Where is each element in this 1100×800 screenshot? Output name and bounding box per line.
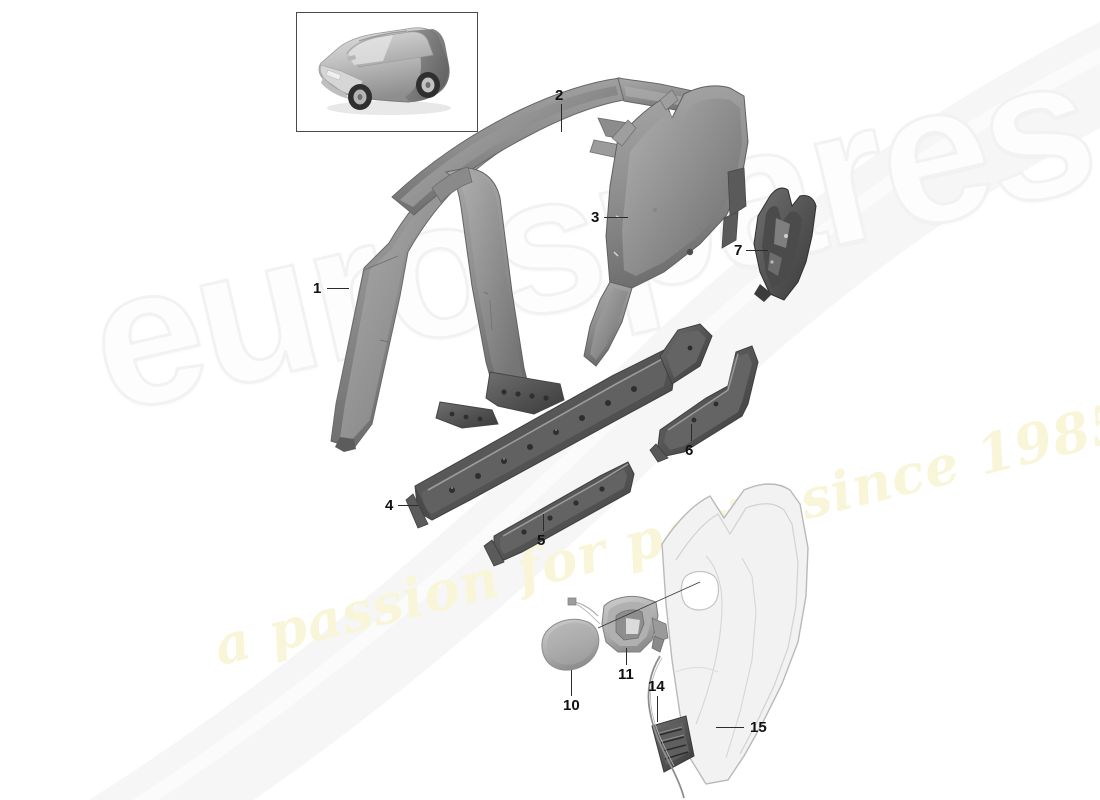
callout-2: 2 [555, 87, 564, 104]
callout-15-leader [716, 727, 744, 728]
callout-5-leader [543, 514, 544, 531]
callout-3: 3 [591, 209, 600, 226]
callout-10-leader [571, 670, 572, 696]
callout-14-leader [657, 696, 658, 722]
callout-6: 6 [685, 442, 694, 459]
callout-4-leader [398, 505, 418, 506]
callout-4: 4 [385, 497, 394, 514]
callout-7-leader [746, 250, 768, 251]
callout-6-leader [691, 424, 692, 441]
callout-2-leader [561, 104, 562, 132]
callout-15: 15 [750, 719, 767, 736]
callout-1-leader [327, 288, 349, 289]
callout-7: 7 [734, 242, 743, 259]
callout-11-leader [626, 648, 627, 665]
callout-3-leader [604, 217, 628, 218]
callout-14: 14 [648, 678, 665, 695]
callout-11: 11 [618, 666, 634, 683]
callout-10: 10 [563, 697, 580, 714]
callout-5: 5 [537, 532, 546, 549]
callout-1: 1 [313, 280, 322, 297]
